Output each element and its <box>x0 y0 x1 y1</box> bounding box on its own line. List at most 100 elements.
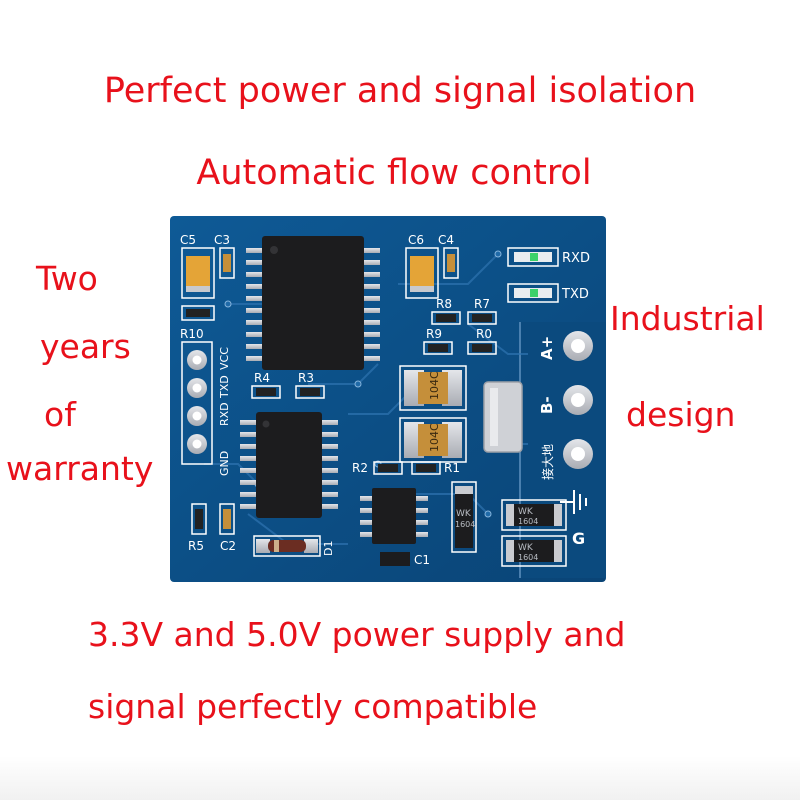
label-c5: C5 <box>180 233 196 247</box>
label-wk-3-code: 1604 <box>518 553 538 562</box>
c6-tantalum-band <box>410 286 434 292</box>
label-pin-vcc: VCC <box>218 347 231 370</box>
c2-capacitor <box>223 509 231 529</box>
r4-resistor <box>251 385 281 399</box>
c5-tantalum-band <box>186 286 210 292</box>
label-wk-2: WK <box>518 507 534 517</box>
r4-body <box>256 388 276 396</box>
label-r3: R3 <box>298 371 314 385</box>
label-r5: R5 <box>188 539 204 553</box>
c4-capacitor <box>447 254 455 272</box>
ground-symbol <box>560 490 587 514</box>
txd-led-outline <box>507 283 559 303</box>
gas-discharge-tube <box>483 381 523 453</box>
rxd-led-die <box>530 253 538 261</box>
tvs-diode-1 <box>451 481 477 553</box>
caption-industrial: Industrial <box>610 299 765 338</box>
label-wk-2-code: 1604 <box>518 517 538 526</box>
pin-header <box>181 341 213 465</box>
caption-automatic-flow-control: Automatic flow control <box>196 153 592 193</box>
pcb-board: C5 C3 R10 C6 C4 RXD TX <box>170 216 606 582</box>
label-cap-code-2: 104C <box>428 423 441 452</box>
r0-body <box>472 344 492 352</box>
label-wk-1: WK <box>456 509 472 519</box>
caption-warranty-line-4: warranty <box>6 449 154 488</box>
caption-warranty-line-1: Two <box>36 259 98 298</box>
floor-shadow <box>0 756 800 800</box>
d1-diode-outline <box>253 535 321 557</box>
caption-design: design <box>626 395 736 434</box>
transceiver-chip <box>240 412 338 518</box>
r8-resistor <box>431 311 461 325</box>
label-r7: R7 <box>474 297 490 311</box>
label-r4: R4 <box>254 371 270 385</box>
label-r0: R0 <box>476 327 492 341</box>
caption-power-signal-isolation: Perfect power and signal isolation <box>103 71 697 111</box>
r9-resistor <box>423 341 453 355</box>
r1-body <box>416 464 436 472</box>
c1-capacitor <box>380 552 410 566</box>
label-terminal-a: A+ <box>538 336 556 360</box>
label-cap-code-1: 104C <box>428 371 441 400</box>
caption-power-supply-line-2: signal perfectly compatible <box>88 687 538 726</box>
c4-silk-outline <box>443 247 459 279</box>
d1-diode-pad-right <box>304 539 318 553</box>
regulator-chip <box>360 488 428 544</box>
caption-warranty-line-2: years <box>40 327 131 366</box>
ceramic-capacitor-2 <box>399 417 467 463</box>
r7-body <box>472 314 492 322</box>
label-c1: C1 <box>414 553 430 567</box>
r1-resistor <box>411 461 441 475</box>
r7-resistor <box>467 311 497 325</box>
label-terminal-g: G <box>572 529 585 548</box>
caption-power-supply-line-1: 3.3V and 5.0V power supply and <box>88 615 626 654</box>
label-terminal-earth: 接大地 <box>540 444 555 480</box>
r8-body <box>436 314 456 322</box>
txd-led-die <box>530 289 538 297</box>
r9-body <box>428 344 448 352</box>
label-pin-gnd: GND <box>218 451 231 476</box>
label-wk-1-code: 1604 <box>455 520 475 529</box>
label-c3: C3 <box>214 233 230 247</box>
r0-resistor <box>467 341 497 355</box>
label-r9: R9 <box>426 327 442 341</box>
c3-silk-outline <box>219 247 235 279</box>
tvs-diode-3 <box>501 535 567 567</box>
label-txd-led: TXD <box>561 287 589 302</box>
c3-capacitor <box>223 254 231 272</box>
gas-discharge-tube-highlight <box>490 388 498 446</box>
caption-warranty-line-3: of <box>44 395 76 434</box>
terminal-edge-strip <box>520 322 606 578</box>
label-wk-3: WK <box>518 543 534 553</box>
r5-silk-outline <box>191 503 207 535</box>
c2-silk-outline <box>219 503 235 535</box>
r5-resistor <box>195 509 203 529</box>
terminal-pads <box>563 331 593 469</box>
label-rxd-led: RXD <box>562 251 590 266</box>
r3-body <box>300 388 320 396</box>
label-c2: C2 <box>220 539 236 553</box>
d1-diode-band <box>274 540 279 552</box>
r2-body <box>378 464 398 472</box>
r10-resistor <box>186 309 210 317</box>
d1-diode-body <box>268 540 306 552</box>
label-pin-rxd: RXD <box>218 402 231 426</box>
r10-silk-outline <box>181 305 215 321</box>
main-isolator-chip <box>246 236 380 370</box>
r3-resistor <box>295 385 325 399</box>
label-terminal-b: B- <box>538 396 556 414</box>
c5-silk-outline <box>181 247 215 299</box>
label-c6: C6 <box>408 233 424 247</box>
label-r2: R2 <box>352 461 368 475</box>
c6-silk-outline <box>405 247 439 299</box>
label-pin-txd: TXD <box>218 375 231 399</box>
label-r1: R1 <box>444 461 460 475</box>
label-r10: R10 <box>180 327 204 341</box>
rxd-led-outline <box>507 247 559 267</box>
label-d1: D1 <box>322 541 335 556</box>
ceramic-capacitor-1 <box>399 365 467 411</box>
label-c4: C4 <box>438 233 454 247</box>
d1-diode-pad-left <box>256 539 270 553</box>
r2-resistor <box>373 461 403 475</box>
tvs-diode-2 <box>501 499 567 531</box>
